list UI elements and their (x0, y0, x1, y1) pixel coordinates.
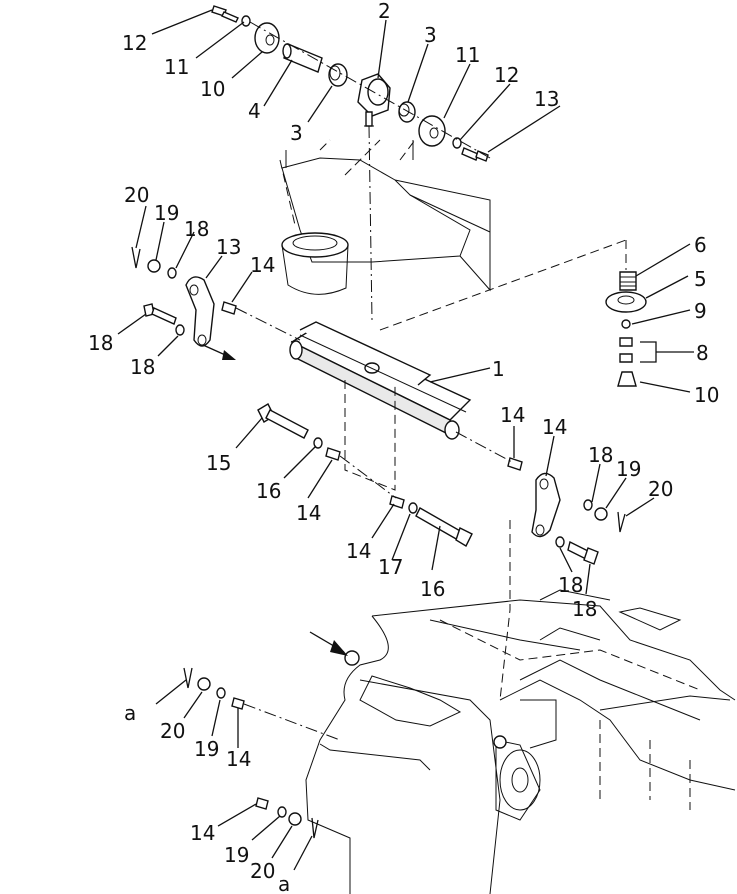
label-20-b: 20 (648, 477, 673, 501)
center-bolt-set (257, 403, 473, 547)
label-20-d: a (278, 872, 290, 894)
label-18-b: 18 (130, 355, 155, 379)
label-18-d: 18 (558, 573, 583, 597)
label-14-f: 14 (190, 821, 215, 845)
label-13-right: 14 (542, 415, 567, 439)
label-18-f: 19 (224, 843, 249, 867)
label-3-right: 3 (424, 23, 437, 47)
label-15-left: 15 (206, 451, 231, 475)
label-4: 4 (248, 99, 261, 123)
label-8: 9 (694, 299, 707, 323)
label-18-e: 19 (194, 737, 219, 761)
label-16-right: 17 (378, 555, 403, 579)
label-14-d: 14 (346, 539, 371, 563)
label-19-c: 20 (160, 719, 185, 743)
label-20-a: 20 (124, 183, 149, 207)
label-12-right: 13 (534, 87, 559, 111)
label-17-left: 18 (88, 331, 113, 355)
label-12-left: 12 (122, 31, 147, 55)
right-link-assembly (455, 431, 626, 565)
label-3-left: 3 (290, 121, 303, 145)
label-15-right: 16 (420, 577, 445, 601)
label-1: 1 (492, 357, 505, 381)
label-7: 8 (696, 341, 709, 365)
label-19-a: 19 (154, 201, 179, 225)
cross-beam (289, 321, 472, 491)
label-6: 6 (694, 233, 707, 257)
pivot-pin-assembly (211, 5, 491, 321)
label-18-a: 18 (184, 217, 209, 241)
label-13-left: 13 (216, 235, 241, 259)
lower-pin-assembly (183, 667, 341, 839)
label-5: 5 (694, 267, 707, 291)
label-19-b: 19 (616, 457, 641, 481)
left-link-assembly (131, 246, 301, 360)
label-11-right: 12 (494, 63, 519, 87)
label-14-e: 14 (226, 747, 251, 771)
cushion-parts (379, 239, 657, 387)
label-10-left: 10 (200, 77, 225, 101)
label-17-right: 18 (572, 597, 597, 621)
label-14-a: 14 (250, 253, 275, 277)
label-10-right: 11 (455, 43, 480, 67)
label-20-c: a (124, 701, 136, 725)
label-14-b: 14 (296, 501, 321, 525)
upper-bracket (279, 139, 491, 295)
label-2: 2 (378, 0, 391, 23)
label-9: 10 (694, 383, 719, 407)
leader-lines (117, 9, 694, 871)
callout-labels: 12 11 10 4 3 2 3 11 12 13 6 5 9 8 10 1 2… (88, 0, 719, 894)
label-14-c: 14 (500, 403, 525, 427)
label-18-c: 18 (588, 443, 613, 467)
lower-frame (305, 520, 736, 894)
label-11-left: 11 (164, 55, 189, 79)
label-19-d: 20 (250, 859, 275, 883)
label-16-left: 16 (256, 479, 281, 503)
